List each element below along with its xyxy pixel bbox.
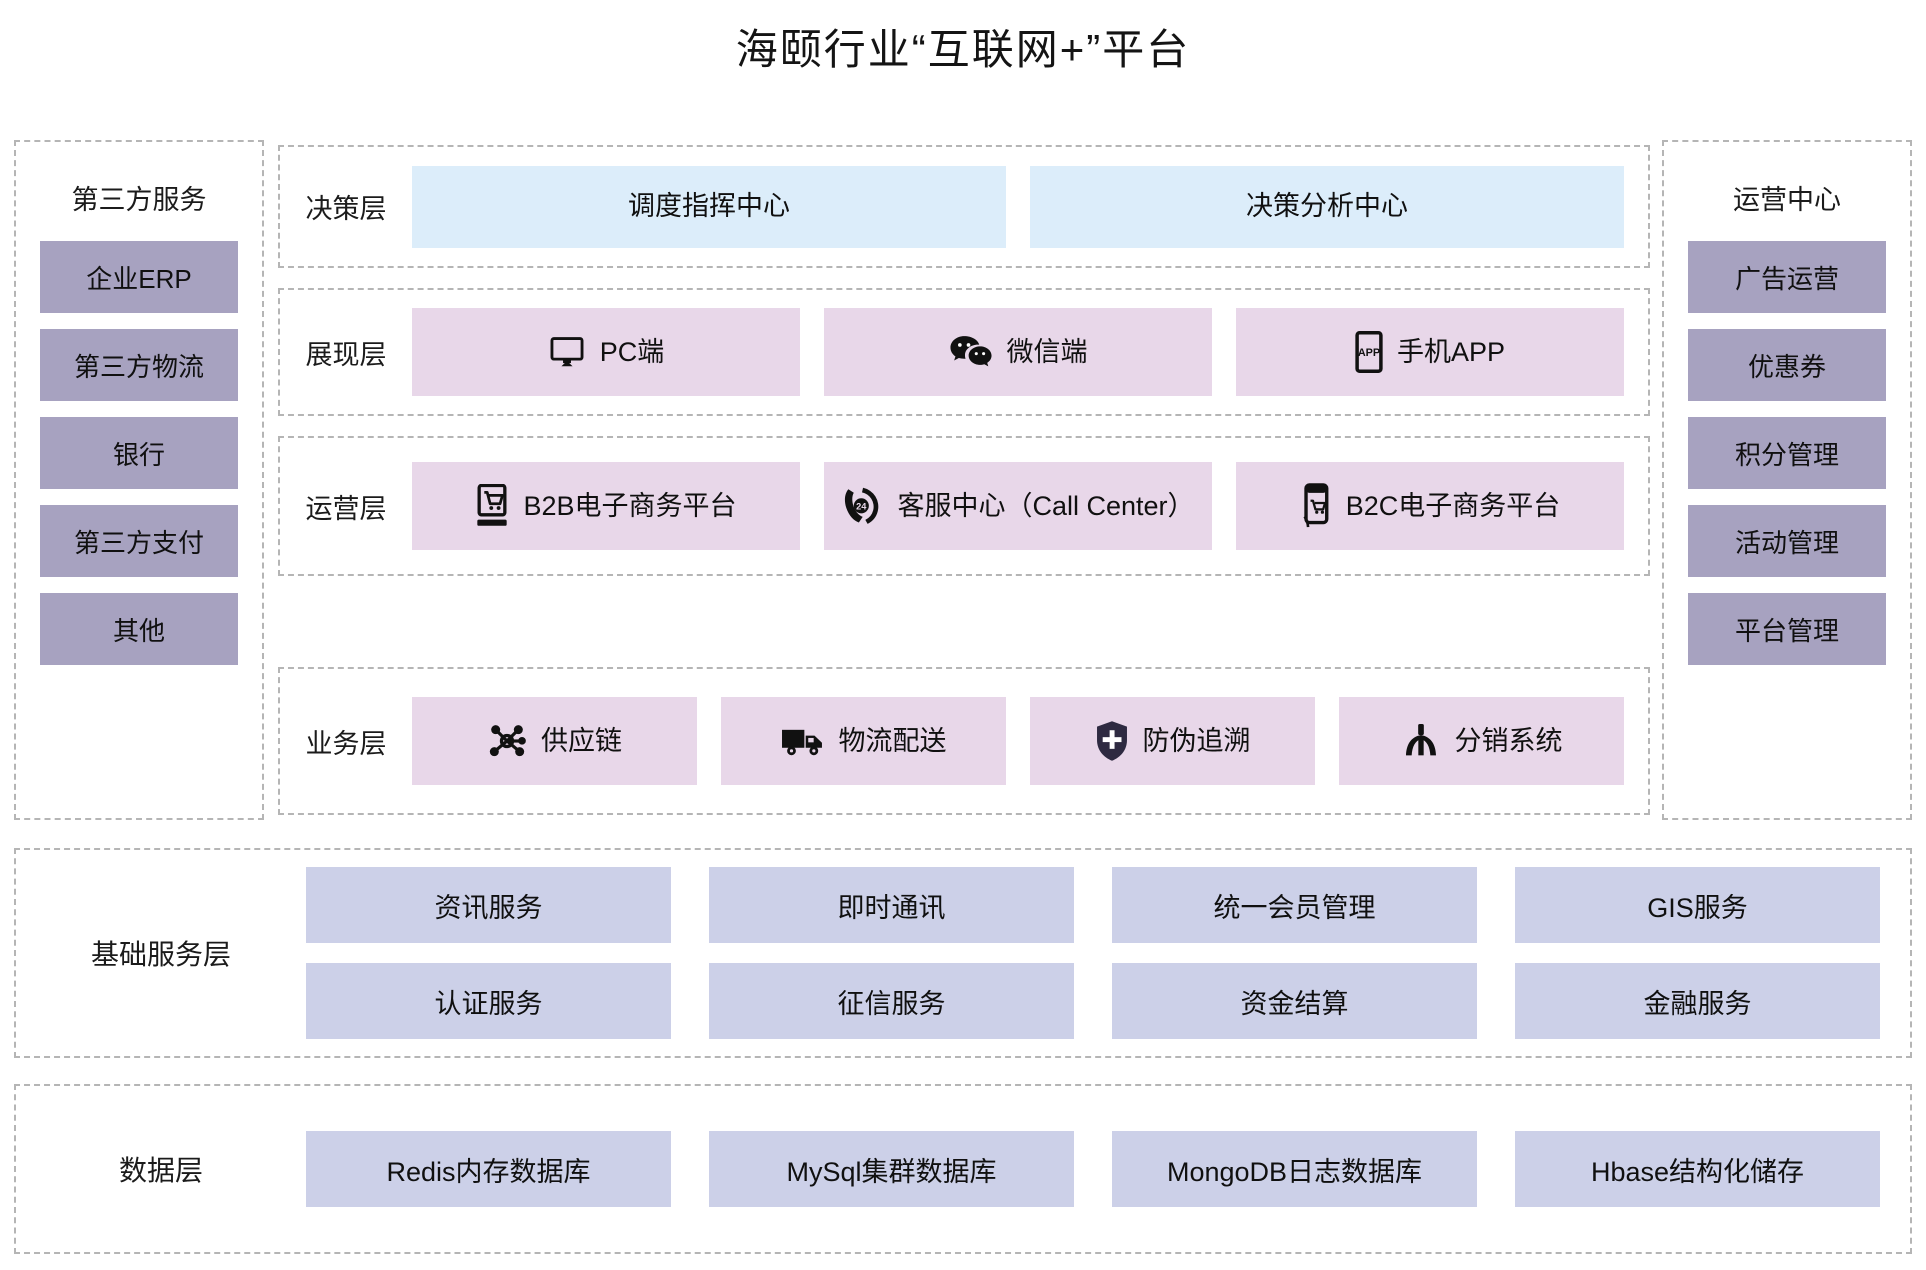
data-layer-label: 数据层 xyxy=(118,1155,203,1186)
decision-layer-cells: 调度指挥中心 决策分析中心 xyxy=(412,165,1648,248)
distribution-tree-icon xyxy=(1401,722,1441,760)
cell-label: 决策分析中心 xyxy=(1246,191,1408,221)
supply-chain-cell[interactable]: 供应链 xyxy=(412,697,697,785)
base-service-item[interactable]: 资金结算 xyxy=(1112,963,1477,1039)
base-service-item[interactable]: 即时通讯 xyxy=(709,867,1074,943)
presentation-layer-frame: 展现层 PC端 xyxy=(278,288,1650,416)
data-layer-item[interactable]: MongoDB日志数据库 xyxy=(1112,1131,1477,1207)
left-panel-item[interactable]: 企业ERP xyxy=(40,241,238,313)
wechat-icon xyxy=(949,333,993,371)
distribution-system-cell[interactable]: 分销系统 xyxy=(1339,697,1624,785)
left-panel-item[interactable]: 第三方物流 xyxy=(40,329,238,401)
mobile-shopping-icon xyxy=(1300,483,1332,529)
business-layer-frame: 业务层 xyxy=(278,667,1650,815)
right-panel-item[interactable]: 活动管理 xyxy=(1688,505,1886,577)
right-panel-item[interactable]: 优惠券 xyxy=(1688,329,1886,401)
decision-layer-label: 决策层 xyxy=(305,194,387,224)
base-service-item[interactable]: 金融服务 xyxy=(1515,963,1880,1039)
data-layer-grid: Redis内存数据库 MySql集群数据库 MongoDB日志数据库 Hbase… xyxy=(306,1131,1910,1207)
operation-layer-cells: B2B电子商务平台 24 客服中心（Call Center） xyxy=(412,462,1648,550)
mobile-app-icon: APP xyxy=(1355,331,1383,373)
presentation-layer-cells: PC端 微信端 xyxy=(412,308,1648,396)
decision-layer-frame: 决策层 调度指挥中心 决策分析中心 xyxy=(278,145,1650,268)
data-layer-item[interactable]: Hbase结构化储存 xyxy=(1515,1131,1880,1207)
operation-layer-frame: 运营层 B2B电子商务平台 xyxy=(278,436,1650,576)
left-panel-list: 企业ERP 第三方物流 银行 第三方支付 其他 xyxy=(16,241,262,665)
left-panel-title: 第三方服务 xyxy=(71,185,207,215)
shield-cross-icon xyxy=(1095,720,1129,762)
cell-label: 分销系统 xyxy=(1454,725,1563,756)
data-layer-item[interactable]: MySql集群数据库 xyxy=(709,1131,1074,1207)
cell-label: B2B电子商务平台 xyxy=(523,490,737,521)
cell-label: 防伪追溯 xyxy=(1142,725,1251,756)
cell-label: 手机APP xyxy=(1396,336,1506,367)
page-title: 海颐行业“互联网+”平台 xyxy=(735,26,1191,73)
shopping-cart-terminal-icon xyxy=(475,484,509,528)
cell-label: 微信端 xyxy=(1006,336,1088,367)
data-layer-frame: 数据层 Redis内存数据库 MySql集群数据库 MongoDB日志数据库 H… xyxy=(14,1084,1912,1254)
truck-icon xyxy=(781,724,825,758)
base-service-item[interactable]: 统一会员管理 xyxy=(1112,867,1477,943)
network-nodes-icon xyxy=(487,721,527,761)
left-panel-item[interactable]: 银行 xyxy=(40,417,238,489)
decision-analysis-center-cell[interactable]: 决策分析中心 xyxy=(1030,165,1624,248)
svg-text:24: 24 xyxy=(857,502,868,512)
third-party-service-panel: 第三方服务 企业ERP 第三方物流 银行 第三方支付 其他 xyxy=(14,140,264,820)
right-panel-list: 广告运营 优惠券 积分管理 活动管理 平台管理 xyxy=(1664,241,1910,665)
b2b-platform-cell[interactable]: B2B电子商务平台 xyxy=(412,462,800,550)
base-service-layer-grid: 资讯服务 即时通讯 统一会员管理 GIS服务 认证服务 征信服务 资金结算 金融… xyxy=(306,867,1910,1039)
cell-label: 客服中心（Call Center） xyxy=(897,490,1195,521)
cell-label: 调度指挥中心 xyxy=(628,191,790,221)
anti-counterfeit-trace-cell[interactable]: 防伪追溯 xyxy=(1030,697,1315,785)
presentation-layer-label: 展现层 xyxy=(305,339,387,370)
business-layer-cells: 供应链 物流配送 xyxy=(412,697,1648,785)
cell-label: 物流配送 xyxy=(838,725,947,756)
phone-24-icon: 24 xyxy=(841,485,883,527)
b2c-platform-cell[interactable]: B2C电子商务平台 xyxy=(1236,462,1624,550)
data-layer-item[interactable]: Redis内存数据库 xyxy=(306,1131,671,1207)
operation-layer-label: 运营层 xyxy=(305,493,387,524)
dispatch-command-center-cell[interactable]: 调度指挥中心 xyxy=(412,165,1006,248)
base-service-layer-frame: 基础服务层 资讯服务 即时通讯 统一会员管理 GIS服务 认证服务 征信服务 资… xyxy=(14,848,1912,1058)
call-center-cell[interactable]: 24 客服中心（Call Center） xyxy=(824,462,1212,550)
operation-center-panel: 运营中心 广告运营 优惠券 积分管理 活动管理 平台管理 xyxy=(1662,140,1912,820)
cell-label: B2C电子商务平台 xyxy=(1345,490,1561,521)
mobile-app-cell[interactable]: APP 手机APP xyxy=(1236,308,1624,396)
right-panel-item[interactable]: 积分管理 xyxy=(1688,417,1886,489)
left-panel-item[interactable]: 其他 xyxy=(40,593,238,665)
right-panel-item[interactable]: 广告运营 xyxy=(1688,241,1886,313)
base-service-item[interactable]: 资讯服务 xyxy=(306,867,671,943)
base-service-item[interactable]: 征信服务 xyxy=(709,963,1074,1039)
wechat-cell[interactable]: 微信端 xyxy=(824,308,1212,396)
right-panel-title: 运营中心 xyxy=(1733,185,1841,215)
left-panel-item[interactable]: 第三方支付 xyxy=(40,505,238,577)
base-service-layer-label: 基础服务层 xyxy=(90,939,231,970)
svg-text:APP: APP xyxy=(1358,347,1380,359)
pc-cell[interactable]: PC端 xyxy=(412,308,800,396)
base-service-item[interactable]: GIS服务 xyxy=(1515,867,1880,943)
base-service-item[interactable]: 认证服务 xyxy=(306,963,671,1039)
monitor-icon xyxy=(548,333,586,371)
right-panel-item[interactable]: 平台管理 xyxy=(1688,593,1886,665)
cell-label: 供应链 xyxy=(541,725,622,756)
cell-label: PC端 xyxy=(599,336,665,367)
logistics-delivery-cell[interactable]: 物流配送 xyxy=(721,697,1006,785)
business-layer-label: 业务层 xyxy=(305,728,387,759)
